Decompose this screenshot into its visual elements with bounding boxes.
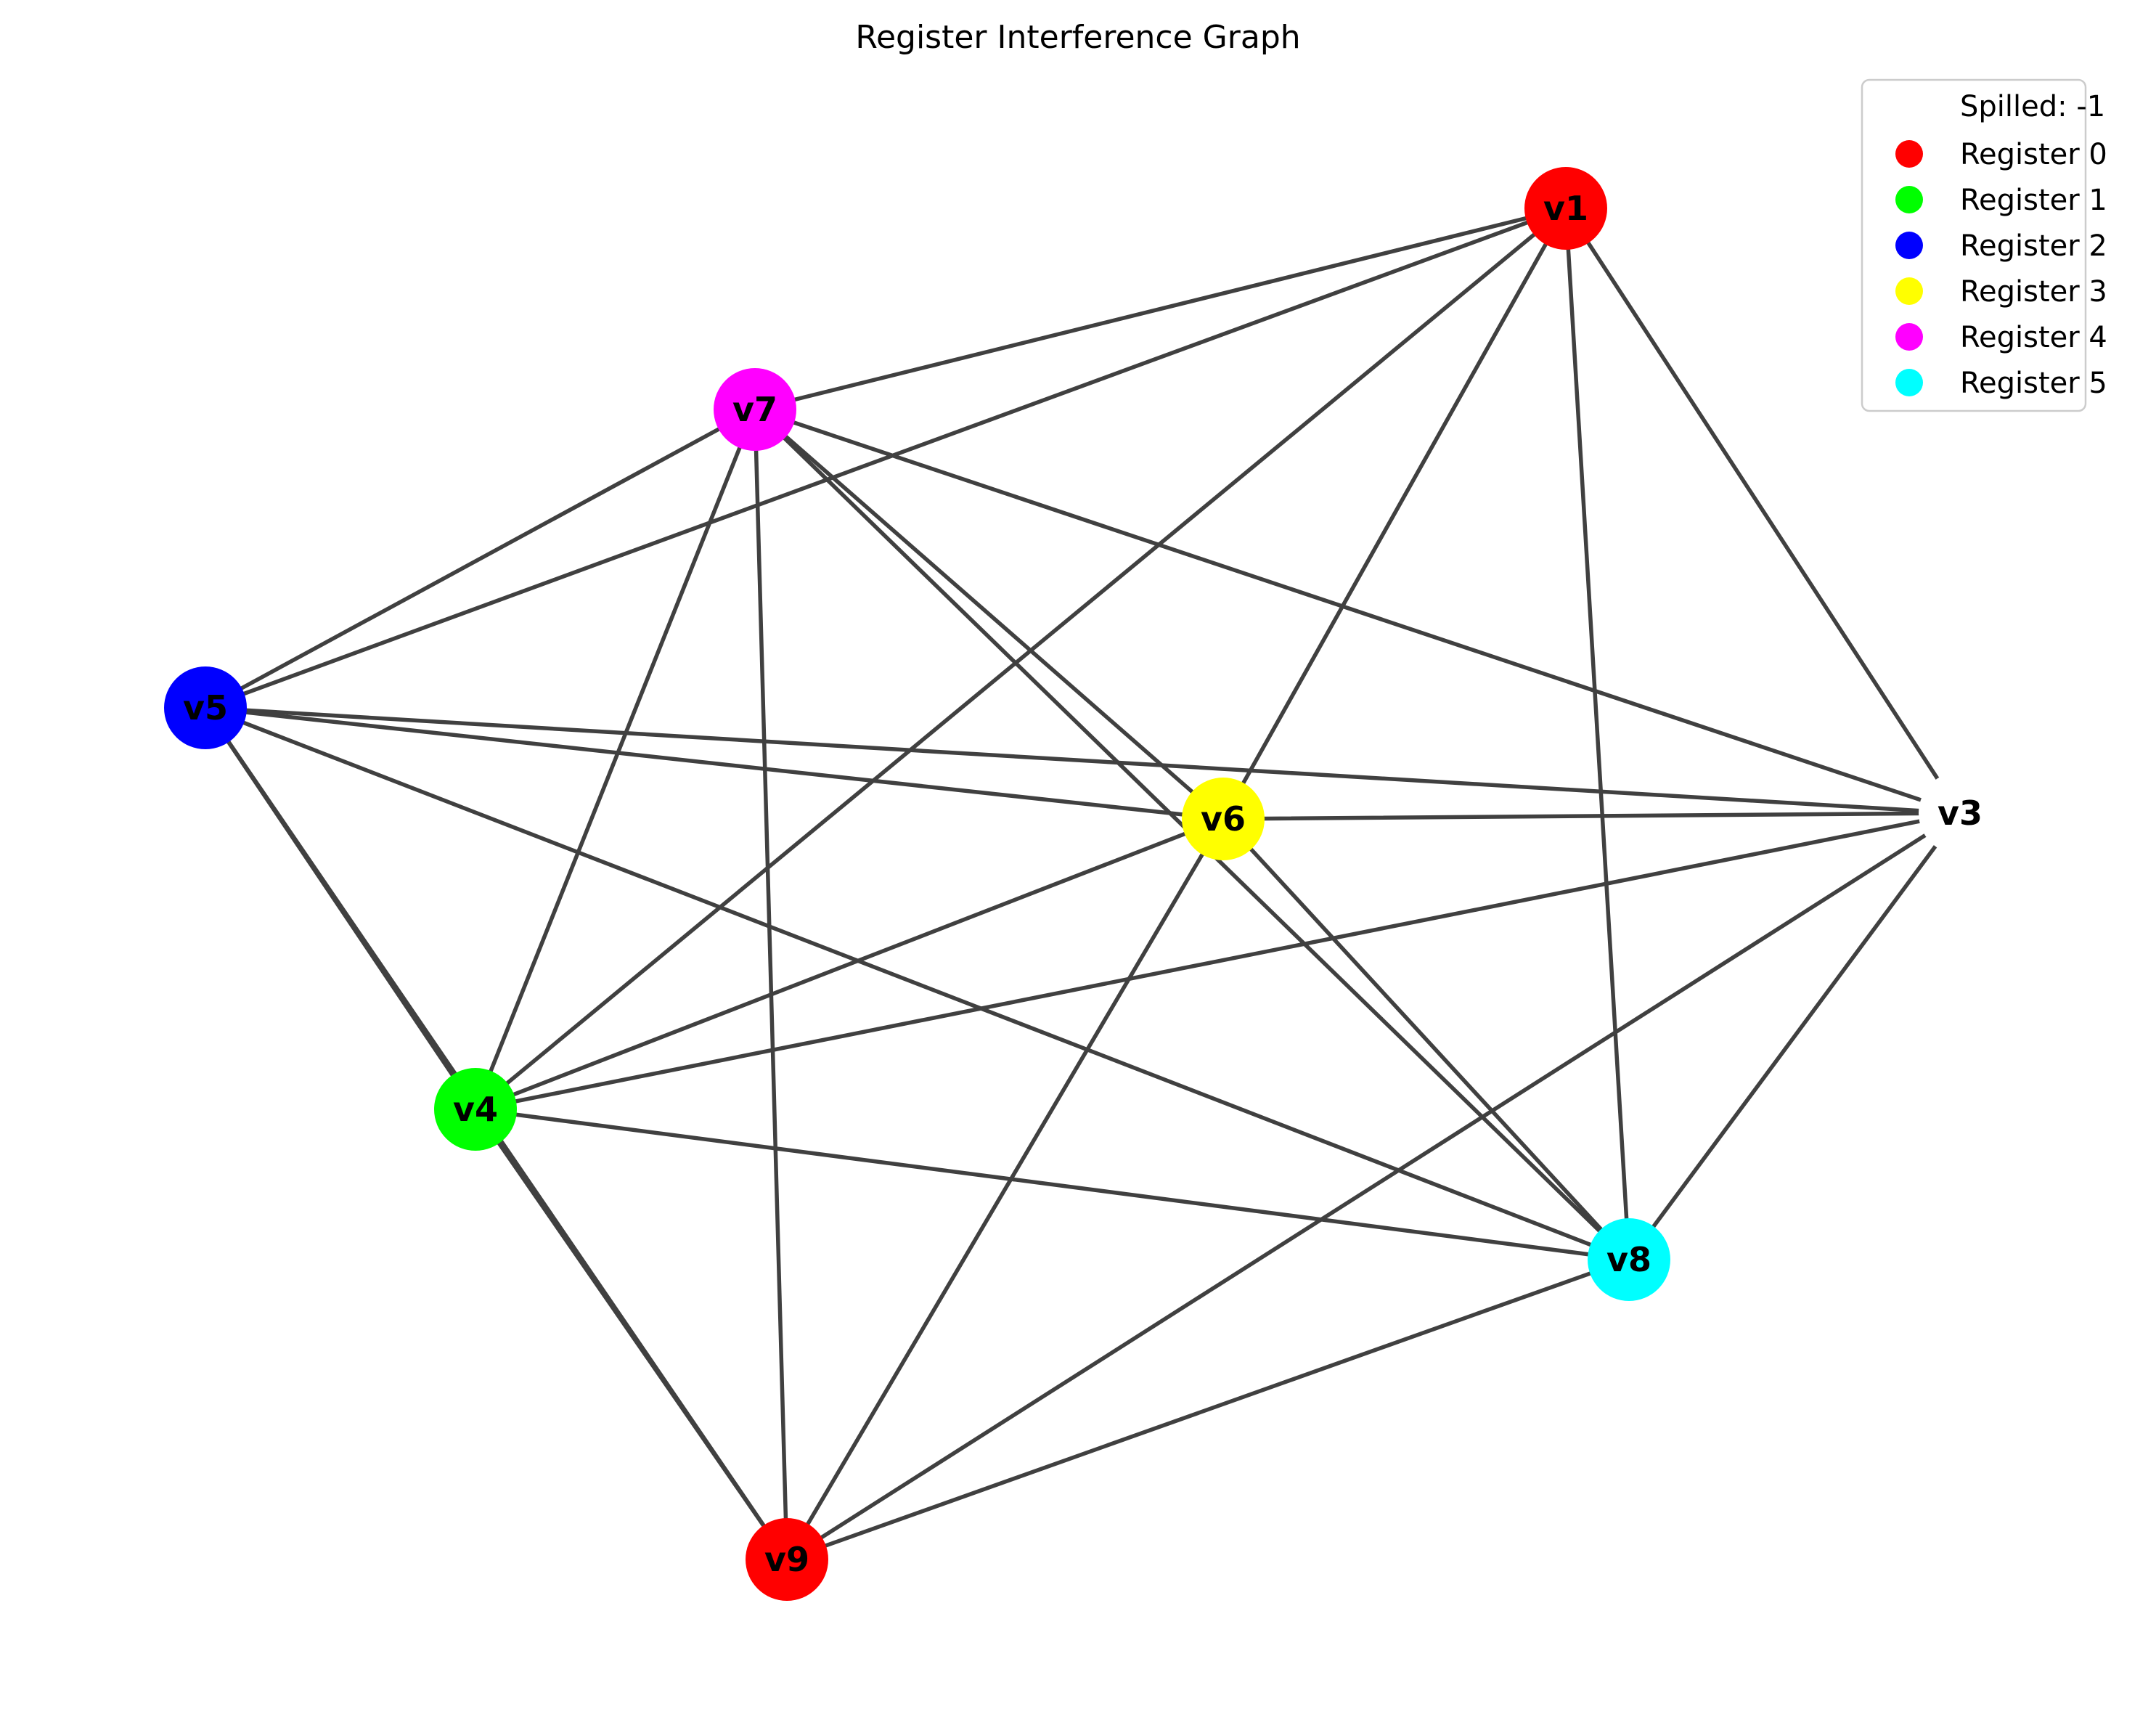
edge-v6-v4 xyxy=(473,817,1225,1112)
legend-entries: Register 0 Register 1 Register 2 Register 3… xyxy=(1895,138,2107,400)
nodes-layer: v1 v7 v5 v6 v3 v4 v8 v9 xyxy=(164,167,2001,1601)
node-v9: v9 xyxy=(746,1518,828,1601)
edge-v6-v3 xyxy=(1221,811,1962,821)
node-circle-v5 xyxy=(164,666,247,749)
edge-v6-v9 xyxy=(785,817,1225,1562)
edge-v6-v8 xyxy=(1221,817,1631,1262)
edges-layer xyxy=(203,206,1962,1562)
edge-v4-v9 xyxy=(473,1107,789,1562)
edge-v3-v9 xyxy=(785,811,1962,1562)
node-circle-v9 xyxy=(746,1518,828,1601)
node-v7: v7 xyxy=(714,368,796,451)
legend-marker xyxy=(1895,186,1923,213)
edge-v3-v4 xyxy=(473,811,1962,1112)
edge-v5-v6 xyxy=(203,706,1225,821)
node-label-v7: v7 xyxy=(732,390,777,429)
legend-marker xyxy=(1895,140,1923,168)
edge-v4-v8 xyxy=(473,1107,1631,1262)
edge-v1-v7 xyxy=(753,206,1568,412)
node-circle-v8 xyxy=(1588,1218,1670,1301)
legend-label: Register 3 xyxy=(1960,275,2107,309)
node-circle-v4 xyxy=(434,1068,517,1151)
edge-v7-v3 xyxy=(753,407,1962,815)
node-circle-v3 xyxy=(1919,772,2001,855)
edge-v7-v5 xyxy=(203,407,757,710)
edge-v5-v8 xyxy=(203,706,1631,1262)
node-label-v9: v9 xyxy=(764,1540,809,1579)
node-circle-v7 xyxy=(714,368,796,451)
legend-label: Register 5 xyxy=(1960,367,2107,400)
edge-v1-v5 xyxy=(203,206,1568,710)
legend-marker xyxy=(1895,232,1923,259)
node-v1: v1 xyxy=(1524,167,1607,250)
legend-entry: Register 1 xyxy=(1895,184,2107,217)
legend-marker xyxy=(1895,323,1923,351)
legend-marker xyxy=(1895,369,1923,396)
edge-v7-v6 xyxy=(753,407,1225,821)
legend-label: Register 0 xyxy=(1960,138,2107,171)
node-label-v5: v5 xyxy=(183,688,228,727)
legend-entry: Register 3 xyxy=(1895,275,2107,309)
edge-v1-v3 xyxy=(1564,206,1962,815)
node-label-v1: v1 xyxy=(1543,189,1588,228)
legend-entry: Register 5 xyxy=(1895,367,2107,400)
node-label-v8: v8 xyxy=(1606,1240,1651,1279)
node-label-v4: v4 xyxy=(453,1090,498,1129)
node-circle-v1 xyxy=(1524,167,1607,250)
legend-marker xyxy=(1895,277,1923,305)
edge-v7-v4 xyxy=(473,407,757,1112)
graph-title: Register Interference Graph xyxy=(855,19,1300,56)
node-v5: v5 xyxy=(164,666,247,749)
edge-v1-v4 xyxy=(473,206,1568,1112)
node-v8: v8 xyxy=(1588,1218,1670,1301)
node-v4: v4 xyxy=(434,1068,517,1151)
legend-label: Register 4 xyxy=(1960,321,2107,354)
edge-v1-v6 xyxy=(1221,206,1568,821)
node-v3: v3 xyxy=(1919,772,2001,855)
edge-v1-v8 xyxy=(1564,206,1631,1262)
node-label-v3: v3 xyxy=(1937,794,1983,833)
node-label-v6: v6 xyxy=(1201,799,1246,839)
node-v6: v6 xyxy=(1182,778,1265,860)
edge-v3-v8 xyxy=(1627,811,1962,1262)
legend-label: Register 2 xyxy=(1960,229,2107,263)
node-circle-v6 xyxy=(1182,778,1265,860)
legend-entry: Register 4 xyxy=(1895,321,2107,354)
legend-label: Register 1 xyxy=(1960,184,2107,217)
legend-entry: Register 2 xyxy=(1895,229,2107,263)
legend-entry: Register 0 xyxy=(1895,138,2107,171)
edge-v7-v9 xyxy=(753,407,789,1562)
edge-v5-v3 xyxy=(203,706,1962,815)
legend-spilled-label: Spilled: -1 xyxy=(1960,90,2105,123)
edge-v9-v8 xyxy=(785,1257,1631,1562)
